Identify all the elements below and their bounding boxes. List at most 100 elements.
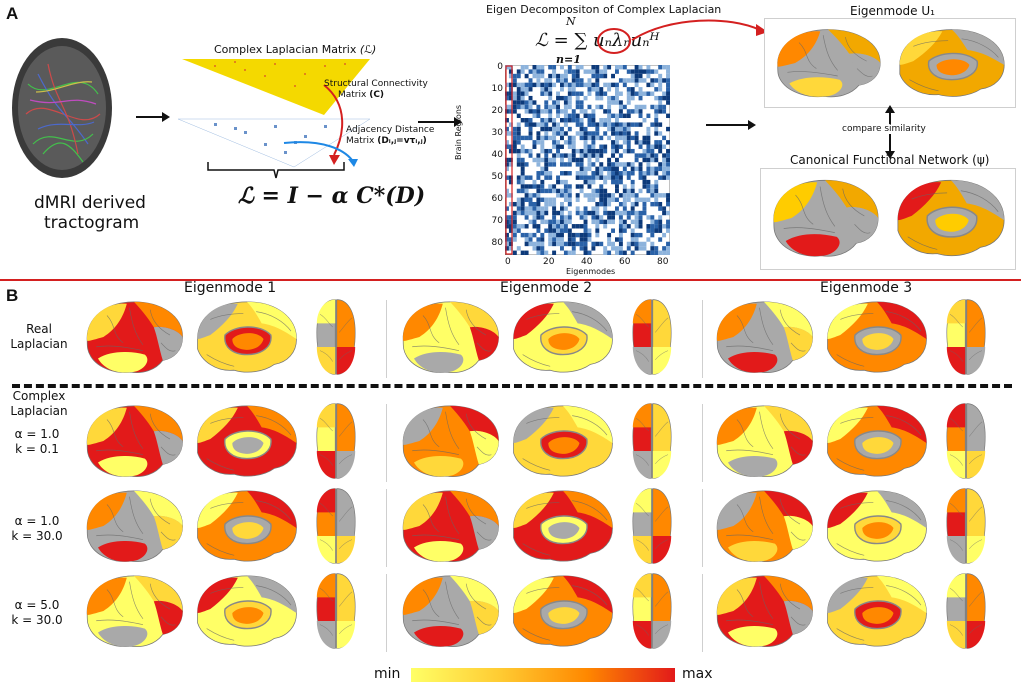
- tractogram-label-line1: dMRI derived: [34, 193, 146, 213]
- matrix-ylabel: Brain Regions: [454, 104, 463, 160]
- complex-header-line1: Complex: [12, 389, 66, 403]
- adjacency-line1: Adjacency Distance: [346, 125, 435, 135]
- column-divider: [702, 300, 703, 378]
- colorbar-max-label: max: [682, 666, 713, 682]
- axial-brain-view: [312, 296, 360, 378]
- matrix-ytick: 10: [491, 84, 503, 94]
- matrix-ytick: 80: [491, 238, 503, 248]
- row-label-line1: α = 1.0: [14, 427, 60, 441]
- axial-brain-view: [628, 570, 676, 652]
- lateral-brain-view: [80, 400, 188, 482]
- structural-connectivity-line2-text: Matrix: [338, 90, 367, 100]
- adjacency-line2-text: Matrix: [346, 136, 375, 146]
- red-arrow-curve: [631, 19, 768, 41]
- complex-laplacian-title: Complex Laplacian Matrix (ℒ): [214, 43, 376, 56]
- matrix-ytick: 0: [497, 62, 503, 72]
- eigenmode-u1-title: Eigenmode U₁: [850, 4, 935, 18]
- lateral-brain-view: [80, 296, 188, 378]
- axial-brain-view: [942, 400, 990, 482]
- row-label-a5-k30: α = 5.0 k = 30.0: [2, 598, 72, 628]
- column-divider: [386, 300, 387, 378]
- axial-brain-view: [628, 296, 676, 378]
- panel-a-letter: A: [6, 4, 19, 23]
- lateral-brain-view: [710, 400, 818, 482]
- matrix-ytick: 60: [491, 194, 503, 204]
- eigenmode-u1-lateral: [770, 24, 886, 102]
- structural-connectivity-line1: Structural Connectivity: [324, 79, 428, 89]
- medial-brain-view: [822, 485, 932, 567]
- dashed-divider: [12, 384, 1012, 388]
- lateral-brain-view: [710, 296, 818, 378]
- colorbar: [411, 668, 675, 682]
- structural-connectivity-label: Structural Connectivity Matrix (C): [324, 79, 428, 101]
- canonical-network-title: Canonical Functional Network (ψ): [790, 153, 990, 167]
- lateral-brain-view: [710, 570, 818, 652]
- medial-brain-view: [508, 400, 618, 482]
- laplacian-formula-lhs: ℒ = I − α C: [238, 183, 374, 209]
- red-circle-highlight: [597, 28, 631, 54]
- row-label-line2: Laplacian: [10, 337, 68, 351]
- matrix-xtick: 40: [581, 257, 593, 267]
- eigenmode-1-title: Eigenmode 1: [184, 280, 277, 296]
- laplacian-formula-rhs: *(D): [373, 183, 426, 209]
- eigen-sum-bottom: n=1: [556, 53, 581, 66]
- compare-similarity-label: compare similarity: [842, 124, 926, 134]
- row-label-line1: α = 1.0: [14, 514, 60, 528]
- lateral-brain-view: [396, 570, 504, 652]
- row-label-real: Real Laplacian: [2, 322, 76, 352]
- column-divider: [702, 404, 703, 482]
- matrix-xtick: 0: [505, 257, 511, 267]
- medial-brain-view: [822, 400, 932, 482]
- adjacency-label: Adjacency Distance Matrix (Dᵢ,ⱼ=vτᵢ,ⱼ): [346, 125, 434, 147]
- lateral-brain-view: [396, 400, 504, 482]
- row-label-line2: k = 0.1: [15, 442, 59, 456]
- axial-brain-view: [628, 400, 676, 482]
- canonical-lateral: [766, 174, 884, 262]
- medial-brain-view: [822, 296, 932, 378]
- row-label-a1-k30: α = 1.0 k = 30.0: [2, 514, 72, 544]
- colorbar-min-label: min: [374, 666, 401, 682]
- row-label-line1: Real: [26, 322, 52, 336]
- axial-brain-view: [312, 570, 360, 652]
- arrow-right-icon: [136, 112, 170, 122]
- complex-header-line2: Laplacian: [10, 404, 68, 418]
- matrix-ytick: 30: [491, 128, 503, 138]
- row-label-a1-k01: α = 1.0 k = 0.1: [2, 427, 72, 457]
- matrix-yticks: 0 10 20 30 40 50 60 70 80: [485, 62, 503, 252]
- medial-brain-view: [192, 570, 302, 652]
- panel-separator: [0, 279, 1021, 281]
- lateral-brain-view: [396, 485, 504, 567]
- adjacency-symbol: (Dᵢ,ⱼ=vτᵢ,ⱼ): [377, 136, 427, 146]
- lateral-brain-view: [396, 296, 504, 378]
- column-divider: [702, 574, 703, 652]
- matrix-xticks: 0 20 40 60 80: [505, 257, 675, 269]
- arrow-right-icon: [418, 117, 462, 127]
- eigenmode-3-title: Eigenmode 3: [820, 280, 913, 296]
- eigenmode-u1-medial: [894, 24, 1010, 102]
- axial-brain-view: [942, 485, 990, 567]
- eigenvector-matrix: [504, 64, 671, 256]
- arrow-right-icon: [706, 120, 756, 130]
- row-label-line2: k = 30.0: [11, 613, 63, 627]
- axial-brain-view: [942, 296, 990, 378]
- medial-brain-view: [192, 485, 302, 567]
- adjacency-triangle: [177, 118, 371, 168]
- eigen-decomposition-title: Eigen Decompositon of Complex Laplacian: [486, 3, 722, 16]
- medial-brain-view: [192, 296, 302, 378]
- axial-brain-view: [312, 400, 360, 482]
- axial-brain-view: [312, 485, 360, 567]
- matrix-xlabel: Eigenmodes: [566, 267, 616, 276]
- medial-brain-view: [508, 570, 618, 652]
- eigenmode-2-title: Eigenmode 2: [500, 280, 593, 296]
- column-divider: [386, 489, 387, 567]
- row-label-line1: α = 5.0: [14, 598, 60, 612]
- complex-laplacian-title-text: Complex Laplacian Matrix: [214, 43, 357, 56]
- panel-b-letter: B: [6, 286, 19, 305]
- medial-brain-view: [192, 400, 302, 482]
- lateral-brain-view: [80, 570, 188, 652]
- laplacian-formula: ℒ = I − α C*(D): [238, 183, 425, 209]
- matrix-xtick: 60: [619, 257, 631, 267]
- adjacency-line2: Matrix (Dᵢ,ⱼ=vτᵢ,ⱼ): [346, 136, 434, 147]
- lateral-brain-view: [710, 485, 818, 567]
- medial-brain-view: [508, 485, 618, 567]
